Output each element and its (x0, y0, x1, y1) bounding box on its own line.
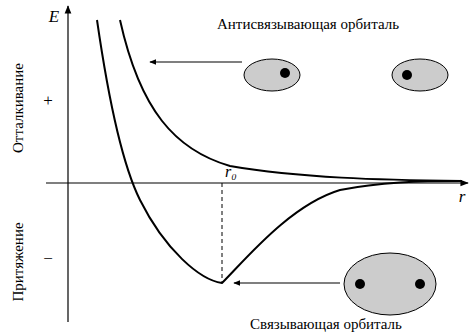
axis-label: E (49, 8, 59, 25)
atom-orbital (244, 59, 300, 91)
nucleus-dot (415, 279, 425, 289)
orbital-label: Связывающая орбиталь (250, 317, 402, 332)
axis-label: r (459, 188, 466, 205)
nucleus-dot (402, 70, 412, 80)
molecular-orbital (344, 253, 436, 315)
antibonding-pointer (150, 61, 242, 62)
bonding-curve (97, 20, 462, 283)
region-label: Отталкивание (11, 63, 26, 153)
orbital-label: Антисвязывающая орбиталь (217, 17, 399, 32)
atom-orbital (392, 59, 448, 91)
energy-axis (67, 6, 68, 322)
bonding-pointer (234, 282, 340, 283)
nucleus-dot (280, 68, 290, 78)
r0-dashed-line (222, 183, 223, 283)
sign-label: + (43, 92, 53, 109)
antibonding-curve (120, 20, 462, 181)
region-label: Притяжение (11, 222, 26, 301)
sign-label: − (43, 250, 53, 267)
nucleus-dot (355, 279, 365, 289)
distance-label: r₀ (225, 164, 237, 180)
